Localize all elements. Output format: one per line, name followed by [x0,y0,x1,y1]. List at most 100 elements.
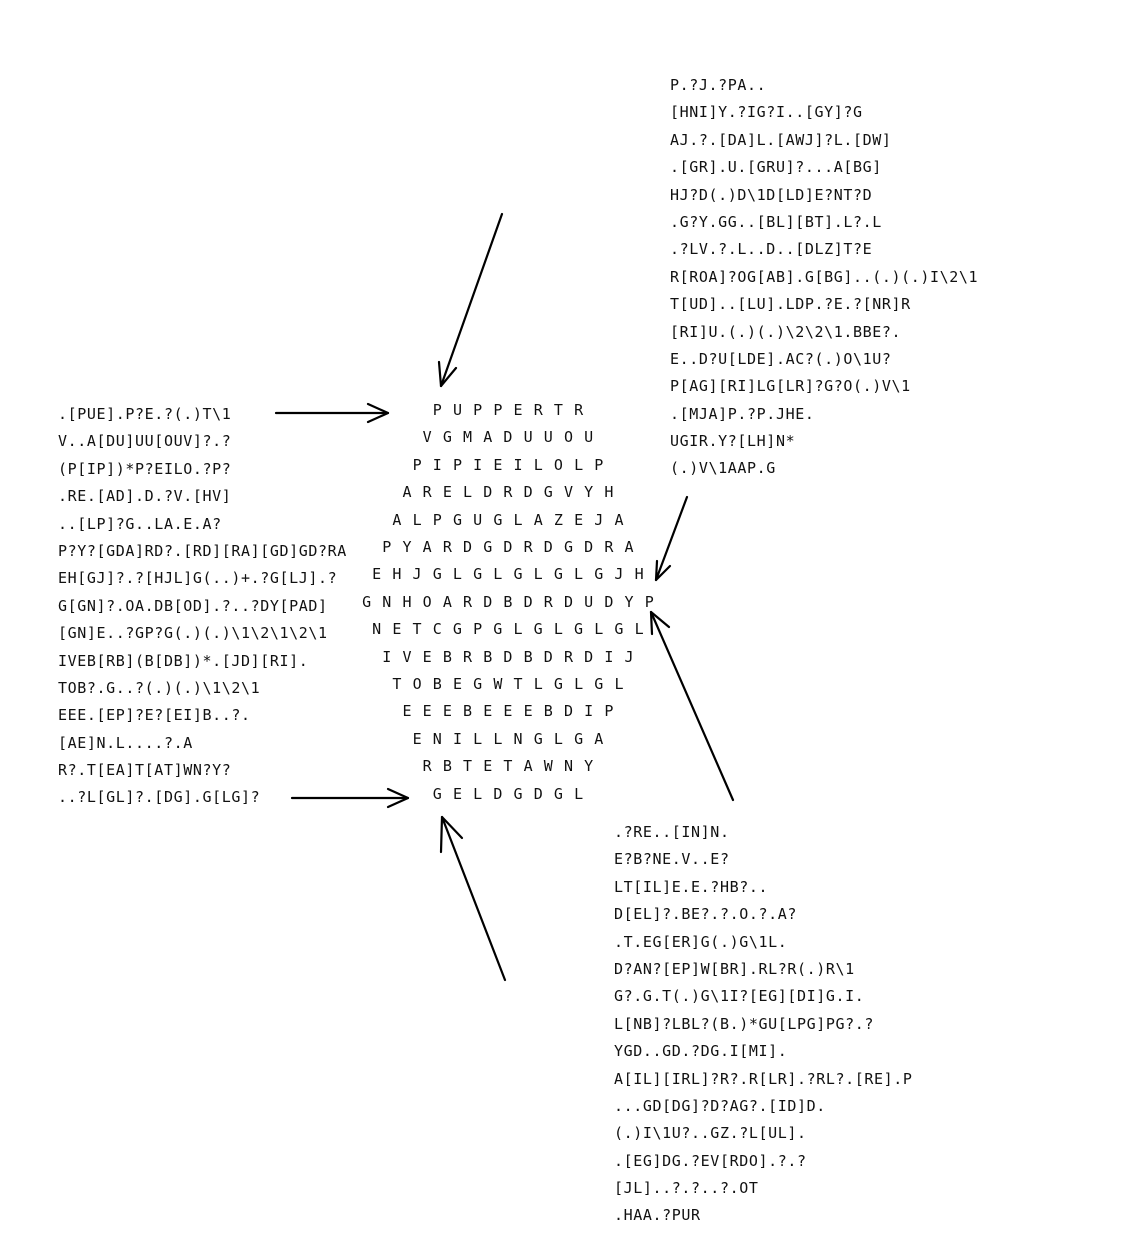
grid-cell[interactable]: N [382,592,392,611]
grid-cell[interactable]: G [452,510,462,529]
grid-cell[interactable]: R [543,592,553,611]
grid-cell[interactable]: R [563,647,573,666]
grid-cell[interactable]: T [553,401,563,419]
grid-cell[interactable]: A [392,510,402,529]
grid-cell[interactable]: O [563,428,574,447]
grid-cell[interactable]: M [463,428,473,447]
grid-cell[interactable]: E [452,784,462,803]
grid-cell[interactable]: D [463,538,473,556]
grid-cell[interactable]: H [392,565,402,584]
grid-cell[interactable]: L [493,729,503,748]
grid-cell[interactable]: B [442,647,452,666]
grid-cell[interactable]: O [422,592,432,611]
grid-cell[interactable]: E [442,483,452,502]
grid-cell[interactable]: U [473,510,483,529]
grid-cell[interactable]: V [422,428,432,447]
grid-cell[interactable]: I [473,455,483,474]
grid-cell[interactable]: G [533,729,543,748]
grid-cell[interactable]: P [604,702,614,721]
grid-cell[interactable]: A [402,483,412,502]
grid-cell[interactable]: T [412,620,422,639]
grid-cell[interactable]: P [594,455,604,474]
grid-cell[interactable]: C [432,620,442,639]
grid-cell[interactable]: R [463,647,473,666]
grid-cell[interactable]: L [473,784,483,803]
grid-cell[interactable]: E [452,675,462,693]
grid-cell[interactable]: D [604,592,614,611]
grid-cell[interactable]: N [563,757,574,776]
grid-cell[interactable]: G [533,620,543,639]
grid-cell[interactable]: R [422,483,432,502]
grid-cell[interactable]: H [634,565,644,584]
grid-cell[interactable]: E [422,702,432,721]
grid-cell[interactable]: A [594,729,604,748]
grid-cell[interactable]: G [493,620,503,639]
grid-cell[interactable]: R [533,401,543,419]
grid-cell[interactable]: D [543,647,553,666]
grid-cell[interactable]: G [362,592,372,611]
grid-cell[interactable]: E [483,757,493,776]
grid-cell[interactable]: D [533,784,543,803]
grid-cell[interactable]: P [452,455,462,474]
grid-cell[interactable]: D [503,538,513,556]
grid-cell[interactable]: N [513,729,523,748]
grid-cell[interactable]: G [432,784,442,803]
grid-cell[interactable]: L [533,565,543,584]
grid-cell[interactable]: P [473,401,483,419]
grid-cell[interactable]: L [553,729,563,748]
grid-cell[interactable]: J [594,510,604,529]
grid-cell[interactable]: I [382,647,392,666]
grid-cell[interactable]: W [543,757,553,776]
grid-cell[interactable]: L [463,483,473,502]
grid-cell[interactable]: L [634,620,644,639]
grid-cell[interactable]: E [483,702,493,721]
grid-cell[interactable]: G [513,784,523,803]
grid-cell[interactable]: J [614,565,624,584]
grid-cell[interactable]: N [432,729,442,748]
grid-cell[interactable]: G [553,565,563,584]
grid-cell[interactable]: G [594,565,604,584]
grid-cell[interactable]: L [452,565,462,584]
grid-cell[interactable]: E [493,455,503,474]
grid-cell[interactable]: E [372,565,382,584]
grid-cell[interactable]: J [624,647,634,666]
grid-cell[interactable]: D [523,592,533,611]
grid-cell[interactable]: A [614,510,624,529]
grid-cell[interactable]: P [493,401,503,419]
grid-cell[interactable]: B [503,592,513,611]
grid-cell[interactable]: R [442,538,452,556]
grid-cell[interactable]: J [412,565,422,584]
grid-cell[interactable]: O [553,455,563,474]
grid-cell[interactable]: L [493,565,503,584]
grid-cell[interactable]: U [543,428,553,447]
grid-cell[interactable]: D [523,483,533,502]
grid-cell[interactable]: L [594,620,604,639]
grid-cell[interactable]: A [624,538,634,556]
grid-cell[interactable]: L [574,455,584,474]
grid-cell[interactable]: G [432,565,442,584]
grid-cell[interactable]: P [473,620,483,639]
grid-cell[interactable]: P [382,538,392,556]
grid-cell[interactable]: D [563,702,573,721]
grid-cell[interactable]: P [432,401,442,419]
grid-cell[interactable]: B [483,647,493,666]
grid-cell[interactable]: H [604,483,614,502]
grid-cell[interactable]: L [574,565,584,584]
grid-cell[interactable]: A [523,757,533,776]
grid-cell[interactable]: D [584,647,594,666]
grid-cell[interactable]: A [533,510,543,529]
grid-cell[interactable]: G [594,675,604,693]
grid-cell[interactable]: A [422,538,432,556]
grid-cell[interactable]: D [543,538,553,556]
grid-cell[interactable]: L [513,510,523,529]
grid-cell[interactable]: B [543,702,553,721]
grid-cell[interactable]: R [523,538,533,556]
grid-cell[interactable]: E [442,702,452,721]
grid-cell[interactable]: A [442,592,452,611]
grid-cell[interactable]: I [452,729,462,748]
grid-cell[interactable]: I [432,455,442,474]
grid-cell[interactable]: L [553,620,563,639]
grid-cell[interactable]: T [513,675,523,693]
grid-cell[interactable]: Y [624,592,634,611]
grid-cell[interactable]: L [473,729,483,748]
